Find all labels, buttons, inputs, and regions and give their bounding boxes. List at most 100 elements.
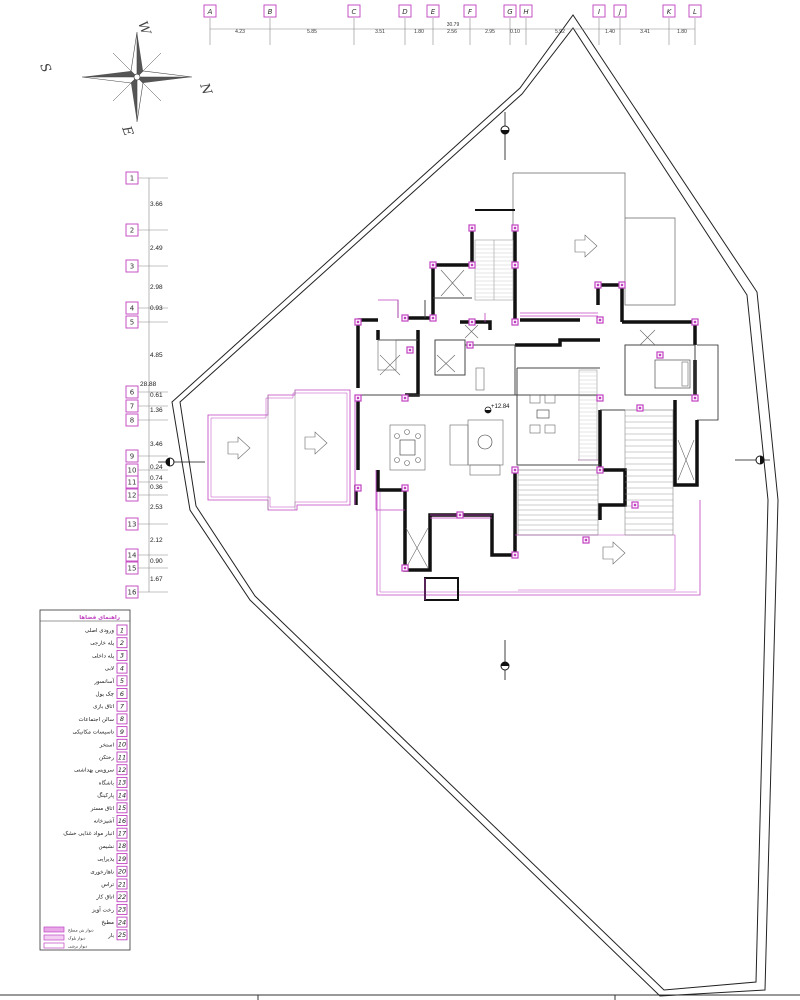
grid-column-label: H	[523, 8, 529, 16]
grid-row-tag	[125, 223, 139, 237]
legend-number: 14	[118, 791, 126, 799]
grid-row-tag	[125, 315, 139, 329]
column-marker-core	[403, 566, 407, 570]
grid-row-tag	[125, 413, 139, 427]
grid-row-tag	[125, 301, 139, 315]
sheet-frame	[0, 994, 800, 1000]
grid-column-label: E	[431, 8, 436, 16]
legend-number: 16	[118, 817, 126, 825]
legend-number-box	[116, 878, 128, 890]
column-marker-core	[513, 468, 517, 472]
column-dimension: 1.80	[414, 29, 424, 35]
column-dimension: 1.40	[605, 29, 615, 35]
legend-number-box	[116, 802, 128, 814]
legend-number: 5	[120, 677, 124, 685]
stair-treads	[475, 244, 673, 536]
site-boundary	[171, 14, 779, 997]
grid-column-label: G	[507, 8, 513, 16]
legend-item-text: پله داخلی	[92, 653, 114, 659]
column-marker-core	[693, 396, 697, 400]
legend-item-text: باشگاه	[99, 779, 115, 786]
furniture	[377, 269, 695, 569]
compass-south-label: S	[36, 61, 53, 75]
legend-wall-text: دیوار بتن مسلح	[68, 928, 94, 933]
grid-column-tag	[503, 4, 517, 18]
column-marker-core	[458, 513, 462, 517]
grid-row-label: 3	[130, 263, 134, 271]
row-dimension: 3.66	[150, 201, 163, 208]
column-marker-core	[598, 396, 602, 400]
legend-number: 1	[120, 626, 124, 634]
compass-west-label: E	[118, 123, 136, 138]
grid-row-label: 5	[130, 319, 134, 327]
grid-column-tag	[592, 4, 606, 18]
legend-number-box	[116, 688, 128, 699]
column-marker-core	[638, 406, 642, 410]
column-marker-core	[596, 283, 600, 287]
legend-number-box	[116, 624, 128, 636]
level-mark-text: +12.84	[491, 404, 510, 410]
legend-number-box	[116, 891, 128, 903]
site-terraces	[207, 172, 719, 596]
grid-column-tag	[203, 4, 217, 18]
legend-item-text: آسانسور	[93, 678, 114, 685]
legend-number: 6	[120, 690, 124, 698]
column-marker-core	[470, 320, 474, 324]
legend-number: 10	[118, 741, 126, 749]
legend-number-box	[116, 726, 128, 738]
legend-number-box	[116, 815, 128, 826]
structural-columns	[354, 224, 699, 572]
row-dimension: 0.24	[150, 464, 163, 471]
legend-item-text: مطبخ	[101, 920, 114, 926]
grid-row-label: 8	[130, 417, 134, 425]
legend-item-text: پارکینگ	[97, 792, 114, 799]
legend-item-text: انبار مواد غذایی خشک	[63, 830, 114, 837]
legend-item-text: آشپزخانه	[94, 818, 115, 825]
building-walls	[354, 209, 699, 601]
legend-item-text: اتاق کار	[95, 894, 114, 901]
legend-number: 7	[120, 703, 125, 711]
column-dimension: 1.80	[677, 29, 687, 35]
legend-number: 11	[118, 753, 126, 761]
row-dimension: 1.67	[150, 576, 163, 583]
grid-column-label: L	[693, 8, 697, 16]
column-marker-core	[584, 538, 588, 542]
legend-number-box	[116, 764, 128, 776]
column-dimension: 5.92	[555, 29, 565, 35]
legend-item-text: چک پول	[96, 691, 114, 698]
legend-number: 23	[118, 906, 126, 914]
legend-number: 24	[118, 918, 126, 926]
legend-item-text: سالن اجتماعات	[79, 717, 115, 723]
row-dimension: 2.49	[150, 245, 163, 252]
legend-item-text: پله خارجی	[90, 641, 114, 647]
legend-item-text: اتاق مستر	[90, 806, 115, 812]
legend-number-box	[116, 840, 128, 852]
legend-number-box	[116, 776, 128, 788]
row-dimension: 0.61	[150, 392, 163, 399]
row-dimension: 2.53	[150, 504, 163, 511]
legend-number-box	[116, 675, 128, 687]
grid-row-label: 15	[128, 565, 137, 573]
legend-number: 9	[120, 728, 124, 736]
column-dimension: 2.95	[485, 29, 495, 35]
grid-row-tag	[125, 399, 139, 413]
legend-item-text: ناهارخوری	[90, 869, 114, 875]
grid-row-tag	[125, 585, 139, 599]
grid-column-tag	[613, 4, 627, 18]
column-marker-core	[470, 263, 474, 267]
column-marker-core	[470, 226, 474, 230]
legend-number: 20	[118, 868, 126, 876]
column-marker-core	[403, 396, 407, 400]
column-marker-core	[513, 320, 517, 324]
legend-wall-text: دیوار بلوک	[68, 936, 86, 941]
column-marker-core	[431, 316, 435, 320]
grid-column-tag	[398, 4, 412, 18]
legend-item-text: نشیمن	[99, 844, 115, 850]
legend-number-box	[116, 700, 128, 712]
grid-row-tag	[125, 488, 139, 502]
row-dimension: 0.74	[150, 475, 163, 482]
column-marker-core	[658, 353, 662, 357]
legend-number-box	[116, 865, 128, 877]
grid-row-tag	[125, 385, 139, 399]
legend-number: 17	[118, 830, 127, 838]
